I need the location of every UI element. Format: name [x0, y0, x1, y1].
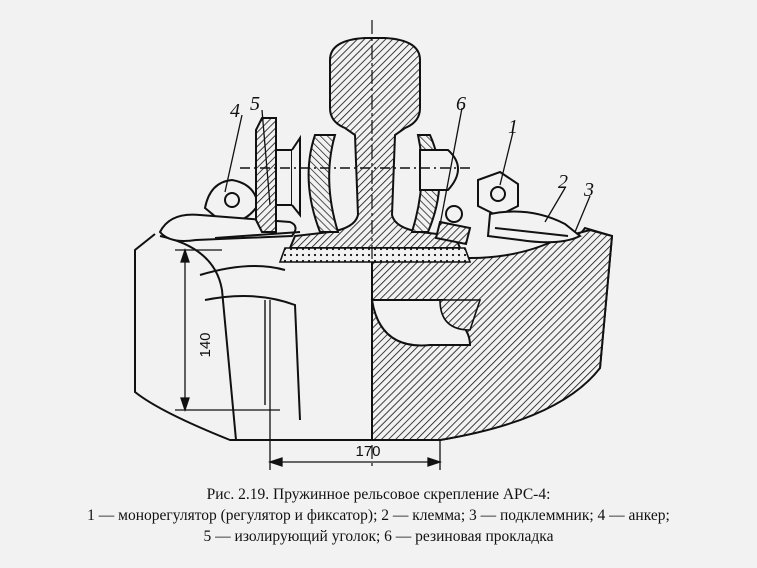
- callout-3: 3: [583, 179, 594, 201]
- callout-2: 2: [558, 171, 568, 193]
- caption-title: Рис. 2.19. Пружинное рельсовое скреплени…: [206, 486, 551, 503]
- callout-6: 6: [456, 93, 466, 115]
- rubber-pad: [278, 247, 472, 263]
- caption-legend-2: 5 — изолирующий уголок; 6 — резиновая пр…: [203, 528, 554, 545]
- dimension-height: 140: [197, 332, 214, 357]
- figure-caption: Рис. 2.19. Пружинное рельсовое скреплени…: [0, 484, 757, 547]
- callout-5: 5: [250, 93, 260, 115]
- clamp-right: [486, 210, 582, 244]
- dimension-width: 170: [355, 443, 380, 460]
- callout-1: 1: [508, 116, 518, 138]
- rail-section: [288, 37, 462, 249]
- caption-legend-1: 1 — монорегулятор (регулятор и фиксатор)…: [87, 507, 670, 524]
- callout-4: 4: [230, 100, 240, 122]
- sleeper-section: [371, 228, 614, 441]
- rail-fastening-drawing: 4 5 6 1 2 3 140 170: [134, 20, 614, 470]
